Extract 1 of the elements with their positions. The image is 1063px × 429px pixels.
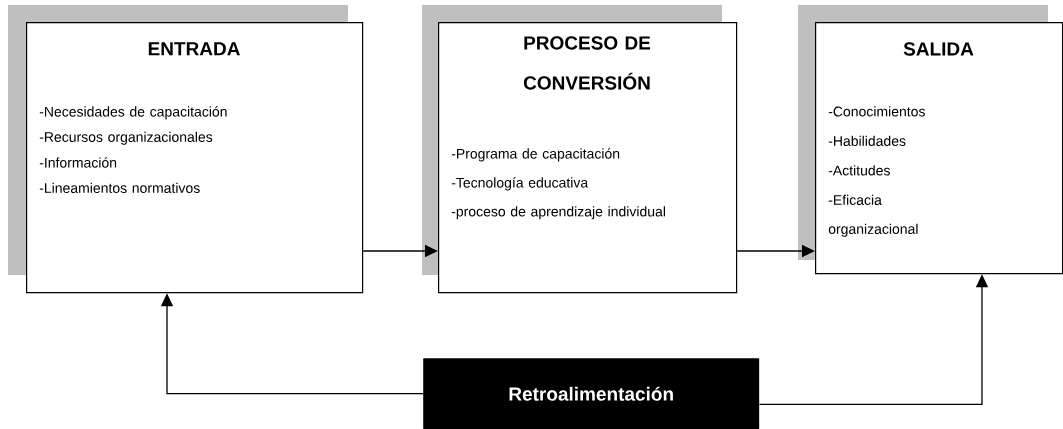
feedback-box: Retroalimentación <box>423 358 760 429</box>
